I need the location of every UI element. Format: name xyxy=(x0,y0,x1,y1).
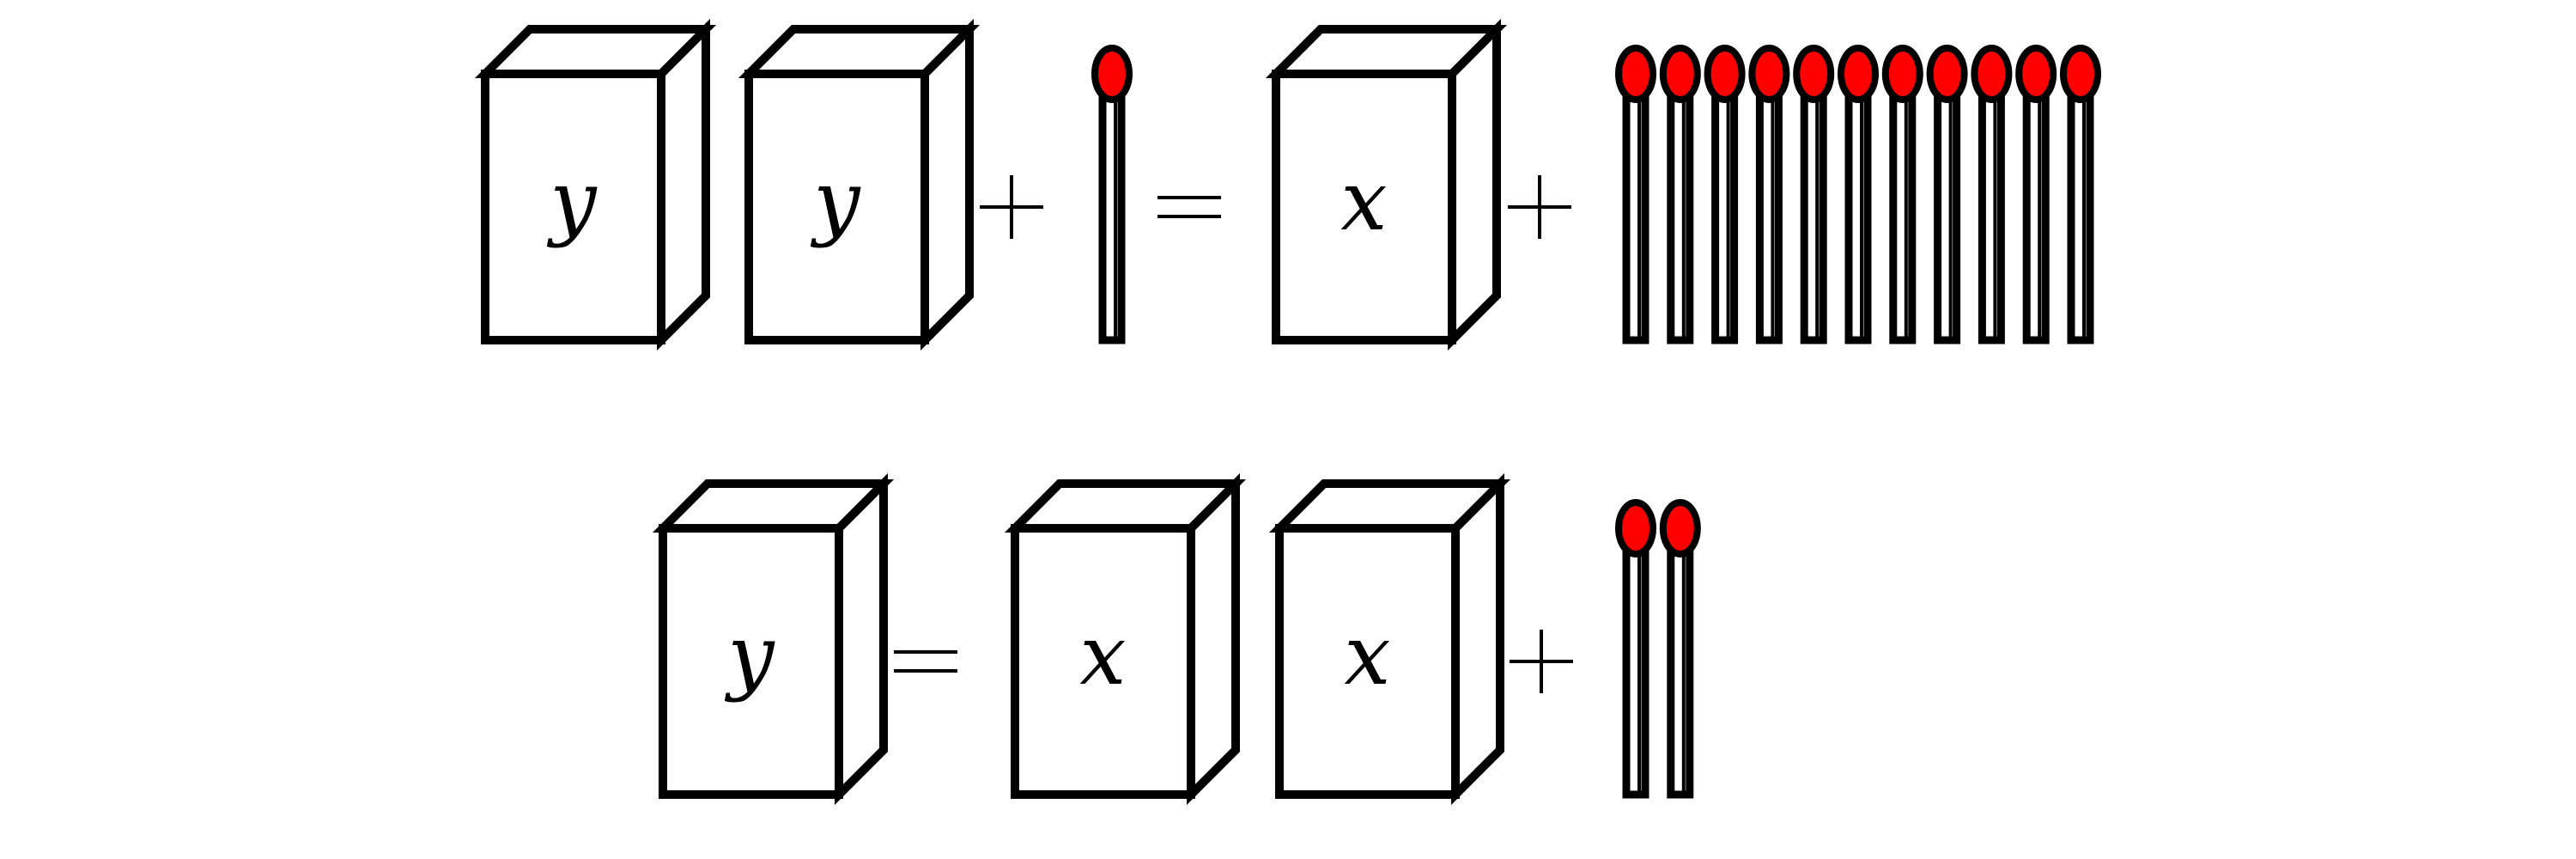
matchbox: y xyxy=(474,18,717,351)
matchstick-body xyxy=(2067,71,2094,344)
match-head xyxy=(1881,45,1923,103)
matchstick xyxy=(1926,45,1968,344)
matchstick xyxy=(1971,45,2013,344)
matchstick xyxy=(2060,45,2101,344)
matchsticks-group xyxy=(1615,45,2101,344)
matchbox-front-face xyxy=(481,70,665,344)
matchbox-front-face xyxy=(744,70,929,344)
match-head xyxy=(1615,45,1656,103)
matchstick xyxy=(1838,45,1879,344)
matchbox-side-face xyxy=(657,18,710,351)
matchstick xyxy=(1881,45,1923,344)
matchstick xyxy=(1704,45,1746,344)
matchstick xyxy=(1615,45,1656,344)
matchstick-body xyxy=(1934,71,1961,344)
plus-sign xyxy=(1508,175,1571,239)
matchstick-body xyxy=(1755,71,1783,344)
match-head xyxy=(1926,45,1968,103)
matchbox-variable-label: x xyxy=(1079,607,1126,704)
match-head xyxy=(2015,45,2057,103)
matchbox-variable-label: y xyxy=(724,607,775,704)
match-head xyxy=(1091,45,1133,103)
matchstick xyxy=(1615,499,1656,799)
matchbox-front-face xyxy=(659,524,843,799)
matchstick-body xyxy=(1667,71,1694,344)
matchstick xyxy=(1659,45,1701,344)
plus-sign xyxy=(980,175,1043,239)
matchsticks-group xyxy=(1091,45,1133,344)
matchstick-body xyxy=(1800,71,1827,344)
matchstick-body xyxy=(1889,71,1917,344)
match-head xyxy=(1704,45,1746,103)
match-head xyxy=(1971,45,2013,103)
matchstick-body xyxy=(1622,71,1649,344)
matchstick xyxy=(1793,45,1835,344)
matchbox-variable-label: x xyxy=(1344,607,1390,704)
matchstick-body xyxy=(1711,71,1739,344)
matchbox: y xyxy=(738,18,981,351)
matchbox-variable-label: x xyxy=(1340,153,1387,249)
matchsticks-group xyxy=(1615,499,1701,799)
matchstick-body xyxy=(1622,526,1649,799)
matchbox-variable-label: y xyxy=(810,153,861,249)
matchbox-side-face xyxy=(1448,18,1501,351)
match-head xyxy=(1615,499,1656,557)
matchbox-side-face xyxy=(1187,472,1240,806)
matchstick xyxy=(1091,45,1133,344)
match-head xyxy=(1838,45,1879,103)
matchbox-side-face xyxy=(1451,472,1504,806)
matchstick-body xyxy=(2022,71,2050,344)
matchbox-side-face xyxy=(835,472,888,806)
matchbox-front-face xyxy=(1272,70,1456,344)
plus-sign xyxy=(1510,630,1573,693)
matchstick-body xyxy=(1098,71,1126,344)
matchbox: x xyxy=(1268,472,1511,806)
matchbox: y xyxy=(652,472,895,806)
match-head xyxy=(1793,45,1835,103)
match-head xyxy=(2060,45,2101,103)
matchstick-body xyxy=(1844,71,1872,344)
matchstick xyxy=(2015,45,2057,344)
matchstick xyxy=(1659,499,1701,799)
matchbox-side-face xyxy=(920,18,974,351)
matchstick xyxy=(1748,45,1790,344)
matchbox: x xyxy=(1004,472,1247,806)
equals-sign xyxy=(894,650,957,673)
match-head xyxy=(1659,499,1701,557)
matchstick-body xyxy=(1978,71,2005,344)
match-head xyxy=(1659,45,1701,103)
matchbox-front-face xyxy=(1011,524,1195,799)
matchbox-variable-label: y xyxy=(546,153,598,249)
matchbox: x xyxy=(1265,18,1508,351)
match-head xyxy=(1748,45,1790,103)
matchstick-body xyxy=(1667,526,1694,799)
equals-sign xyxy=(1157,196,1221,218)
matchbox-front-face xyxy=(1275,524,1460,799)
